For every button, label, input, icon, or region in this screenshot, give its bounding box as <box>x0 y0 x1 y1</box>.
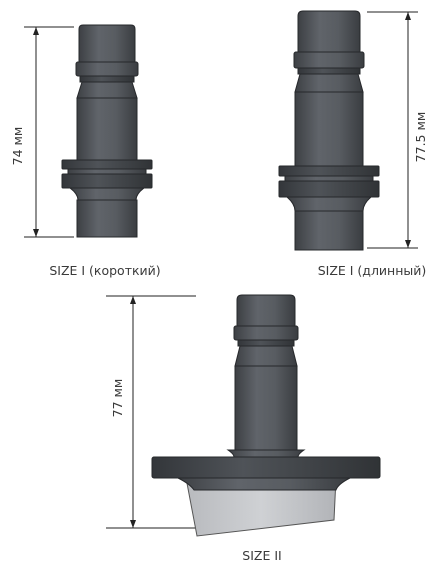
caption-size-i-short: SIZE I (короткий) <box>49 263 160 278</box>
dimension-line-77mm <box>106 295 196 529</box>
dimension-line-77-5mm <box>367 11 418 249</box>
adapter-flange <box>151 294 381 537</box>
figure-size-i-long: 77.5 мм SIZE I (длинный) <box>278 10 428 278</box>
caption-size-i-long: SIZE I (длинный) <box>318 263 427 278</box>
figure-size-i-short: 74 мм SIZE I (короткий) <box>10 24 161 278</box>
dimension-label-77mm: 77 мм <box>110 379 125 418</box>
caption-size-ii: SIZE II <box>242 548 281 563</box>
dimension-line-74mm <box>24 26 74 238</box>
figure-size-ii: 77 мм SIZE II <box>106 294 381 563</box>
dimension-label-74mm: 74 мм <box>10 127 25 166</box>
adapter-short <box>61 24 153 238</box>
dimension-label-77-5mm: 77.5 мм <box>413 112 428 163</box>
adapter-long <box>278 10 380 251</box>
